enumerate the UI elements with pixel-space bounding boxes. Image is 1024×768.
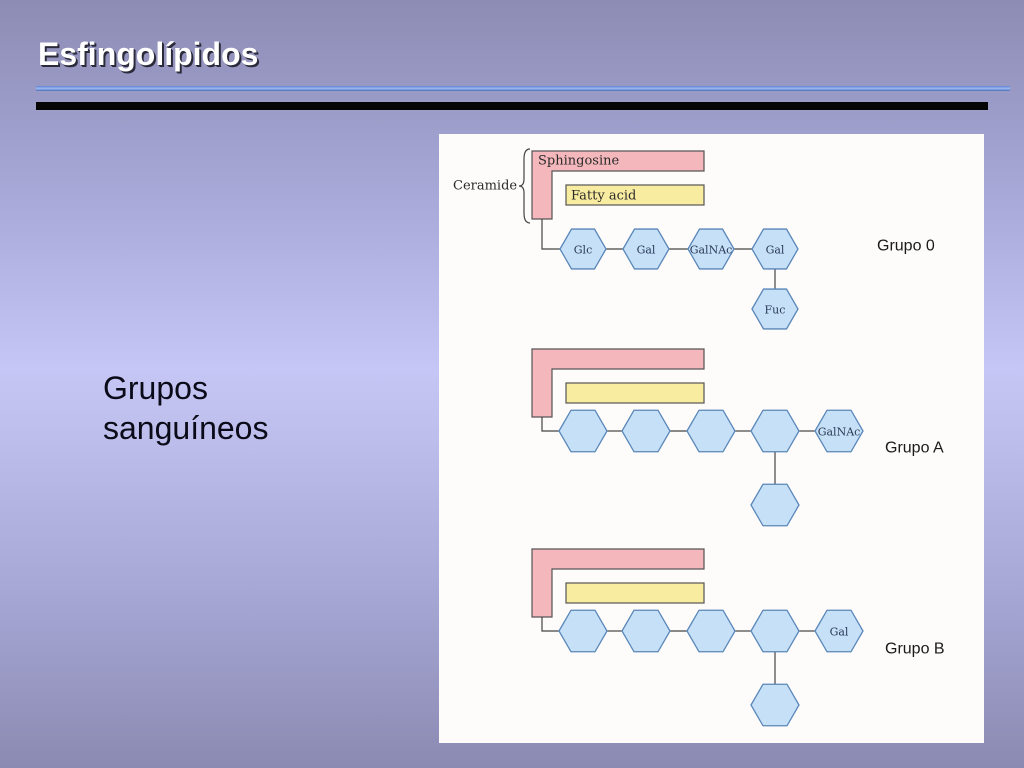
title-underline-blue [36, 86, 1010, 91]
fatty-acid-block-0 [565, 184, 705, 206]
ceramide-connector-0 [541, 219, 560, 250]
branch-sugar-hexagon-1 [750, 483, 800, 527]
sugar-label-0-2: GalNAc [690, 244, 733, 257]
sugar-hexagon-1-1 [621, 409, 671, 453]
ceramide-brace [518, 148, 531, 224]
sphingosine-block-1 [531, 348, 705, 418]
slide-title: Esfingolípidos [38, 36, 259, 72]
terminal-sugar-hexagon-1 [814, 409, 864, 453]
sugar-label-0-1: Gal [637, 244, 656, 257]
sugar-hexagon-2-1 [621, 609, 671, 653]
subtitle-line-1: Grupos [103, 370, 208, 406]
branch-sugar-hexagon-0 [751, 288, 799, 330]
fatty-acid-label: Fatty acid [571, 189, 636, 204]
sugar-hexagon-2-2 [686, 609, 736, 653]
subtitle-line-2: sanguíneos [103, 410, 269, 446]
sugar-hexagon-1-0 [558, 409, 608, 453]
sphingosine-block-0 [531, 150, 705, 220]
slide-subtitle: Grupos sanguíneos [103, 368, 268, 448]
title-underline-black [36, 102, 988, 110]
sugar-hexagon-0-0 [559, 228, 607, 270]
ceramide-connector-2 [541, 617, 559, 632]
sugar-label-0-0: Glc [574, 244, 592, 257]
group-label-1: Grupo A [885, 440, 944, 457]
terminal-sugar-label-2: Gal [830, 626, 849, 639]
sugar-hexagon-0-1 [622, 228, 670, 270]
terminal-sugar-hexagon-2 [814, 609, 864, 653]
fatty-acid-block-1 [565, 382, 705, 404]
group-label-2: Grupo B [885, 641, 945, 658]
fatty-acid-block-2 [565, 582, 705, 604]
sugar-hexagon-0-2 [687, 228, 735, 270]
sphingosine-block-2 [531, 548, 705, 618]
sugar-hexagon-2-0 [558, 609, 608, 653]
sphingosine-label: Sphingosine [538, 154, 619, 169]
branch-sugar-label-0: Fuc [765, 304, 786, 317]
sugar-hexagon-2-3 [750, 609, 800, 653]
sugar-hexagon-1-2 [686, 409, 736, 453]
branch-sugar-hexagon-2 [750, 683, 800, 727]
terminal-sugar-label-1: GalNAc [818, 426, 861, 439]
ceramide-label: Ceramide [453, 179, 517, 194]
sugar-label-0-3: Gal [766, 244, 785, 257]
group-label-0: Grupo 0 [877, 238, 935, 255]
sugar-hexagon-1-3 [750, 409, 800, 453]
ceramide-connector-1 [541, 417, 559, 432]
sugar-hexagon-0-3 [751, 228, 799, 270]
